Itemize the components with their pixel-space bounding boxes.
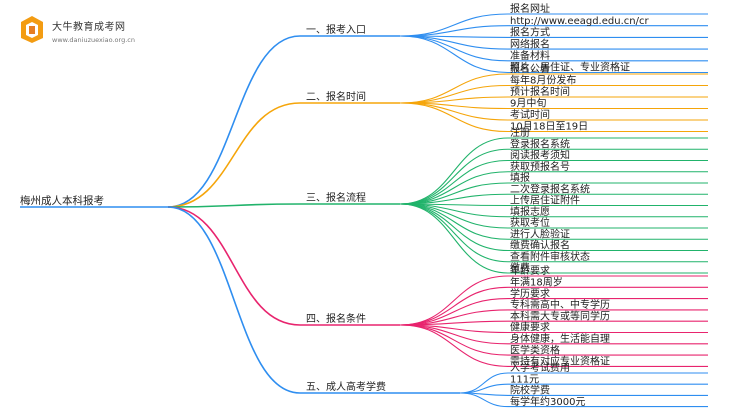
leaf-connector: [399, 203, 509, 274]
leaf-label: 身体健康，生活能自理: [510, 332, 610, 345]
leaf-label: 健康要求: [510, 321, 550, 334]
leaf-label: 预计报名时间: [510, 85, 570, 98]
leaf-connector: [459, 383, 509, 394]
branch-connector: [167, 203, 301, 208]
leaf-label: 本科需大专或等同学历: [510, 309, 610, 322]
leaf-label: 每学年约3000元: [510, 395, 585, 408]
leaf-label: 年龄要求: [510, 264, 550, 277]
branch-3: 三、报名流程 注册登录报名系统阅读报考须知获取预报名号填报二次登录报名系统上传居住…: [167, 126, 708, 274]
leaf-label: 获取预报名号: [510, 160, 570, 173]
leaf-connector: [459, 372, 509, 394]
leaf-label: 填报: [510, 171, 530, 184]
leaf-label: 登录报名系统: [510, 137, 570, 150]
leaf-connector: [399, 35, 509, 50]
branch-connector: [167, 206, 301, 394]
leaf-connector: [399, 102, 509, 133]
leaf-label: 10月18日至19日: [510, 121, 588, 133]
leaf-label: 9月中旬: [510, 97, 546, 110]
leaf-connector: [399, 25, 509, 37]
leaf-label: 学历要求: [510, 287, 550, 300]
leaf-connector: [399, 137, 509, 205]
leaf-label: 报名方式: [510, 26, 550, 39]
leaf-label: 注册: [510, 126, 530, 139]
leaf-connector: [399, 148, 509, 205]
leaf-label: 考试时间: [510, 108, 550, 121]
leaf-label: 缴费确认报名: [510, 239, 570, 252]
leaf-label: 查看附件审核状态: [510, 250, 590, 263]
leaf-connector: [399, 159, 509, 205]
leaf-label: 报名公告: [510, 62, 550, 75]
leaf-connector: [399, 324, 509, 356]
branch-label: 一、报考入口: [306, 23, 366, 36]
leaf-label: 每年8月份发布: [510, 74, 576, 87]
logo: 大牛教育成考网 www.daniuzuexiao.org.cn: [14, 12, 144, 48]
leaf-label: 专科需高中、中专学历: [510, 298, 610, 311]
branch-connector: [167, 206, 301, 326]
leaf-label: 二次登录报名系统: [510, 182, 590, 195]
brand-logo-icon: [21, 16, 43, 43]
leaf-label: 报名网址: [510, 2, 550, 15]
branch-4: 四、报名条件 年龄要求年满18周岁学历要求专科需高中、中专学历本科需大专或等同学历…: [167, 206, 708, 368]
leaf-connector: [399, 203, 509, 263]
leaf-label: 年满18周岁: [510, 276, 563, 289]
branch-1: 一、报考入口 报名网址http://www.eeagd.edu.cn/cr报名方式…: [167, 2, 708, 208]
leaf-connector: [399, 182, 509, 205]
leaf-label: 获取考位: [510, 216, 550, 229]
leaf-connector: [399, 286, 509, 326]
leaf-label: 111元: [510, 374, 539, 385]
leaf-label: 医学类资格: [510, 343, 560, 356]
leaf-label: 入学考试费用: [510, 361, 570, 374]
leaf-label: 网络报名: [510, 37, 550, 50]
leaf-connector: [399, 13, 509, 37]
brand-site: www.daniuzuexiao.org.cn: [52, 36, 135, 44]
branch-connector: [167, 35, 301, 208]
leaf-label: 需持有对应专业资格证: [510, 355, 610, 368]
leaf-connector: [399, 203, 509, 240]
leaf-label: http://www.eeagd.edu.cn/cr: [510, 16, 649, 27]
leaf-label: 阅读报考须知: [510, 149, 570, 162]
leaf-label: 缴费: [510, 261, 530, 274]
branch-2: 二、报名时间 报名公告每年8月份发布预计报名时间9月中旬考试时间10月18日至19…: [167, 62, 708, 208]
leaf-connector: [399, 324, 509, 367]
leaf-label: 填报志愿: [510, 205, 550, 218]
leaf-label: 进行人脸验证: [510, 227, 570, 240]
branch-label: 二、报名时间: [306, 90, 366, 103]
branch-label: 三、报名流程: [306, 191, 366, 204]
root-label: 梅州成人本科报考: [20, 194, 104, 207]
leaf-label: 院校学费: [510, 384, 550, 397]
branch-connector: [167, 102, 301, 208]
leaf-connector: [399, 275, 509, 326]
leaf-connector: [459, 392, 509, 408]
leaf-label: 照片、居住证、专业资格证: [510, 61, 630, 74]
branch-label: 五、成人高考学费: [306, 380, 386, 393]
leaf-connector: [399, 35, 509, 74]
leaf-label: 上传居住证附件: [510, 194, 580, 207]
leaf-label: 准备材料: [510, 49, 550, 62]
leaf-connector: [399, 73, 509, 104]
brand-name: 大牛教育成考网: [52, 22, 126, 33]
branch-label: 四、报名条件: [306, 312, 366, 325]
leaf-connector: [399, 324, 509, 345]
